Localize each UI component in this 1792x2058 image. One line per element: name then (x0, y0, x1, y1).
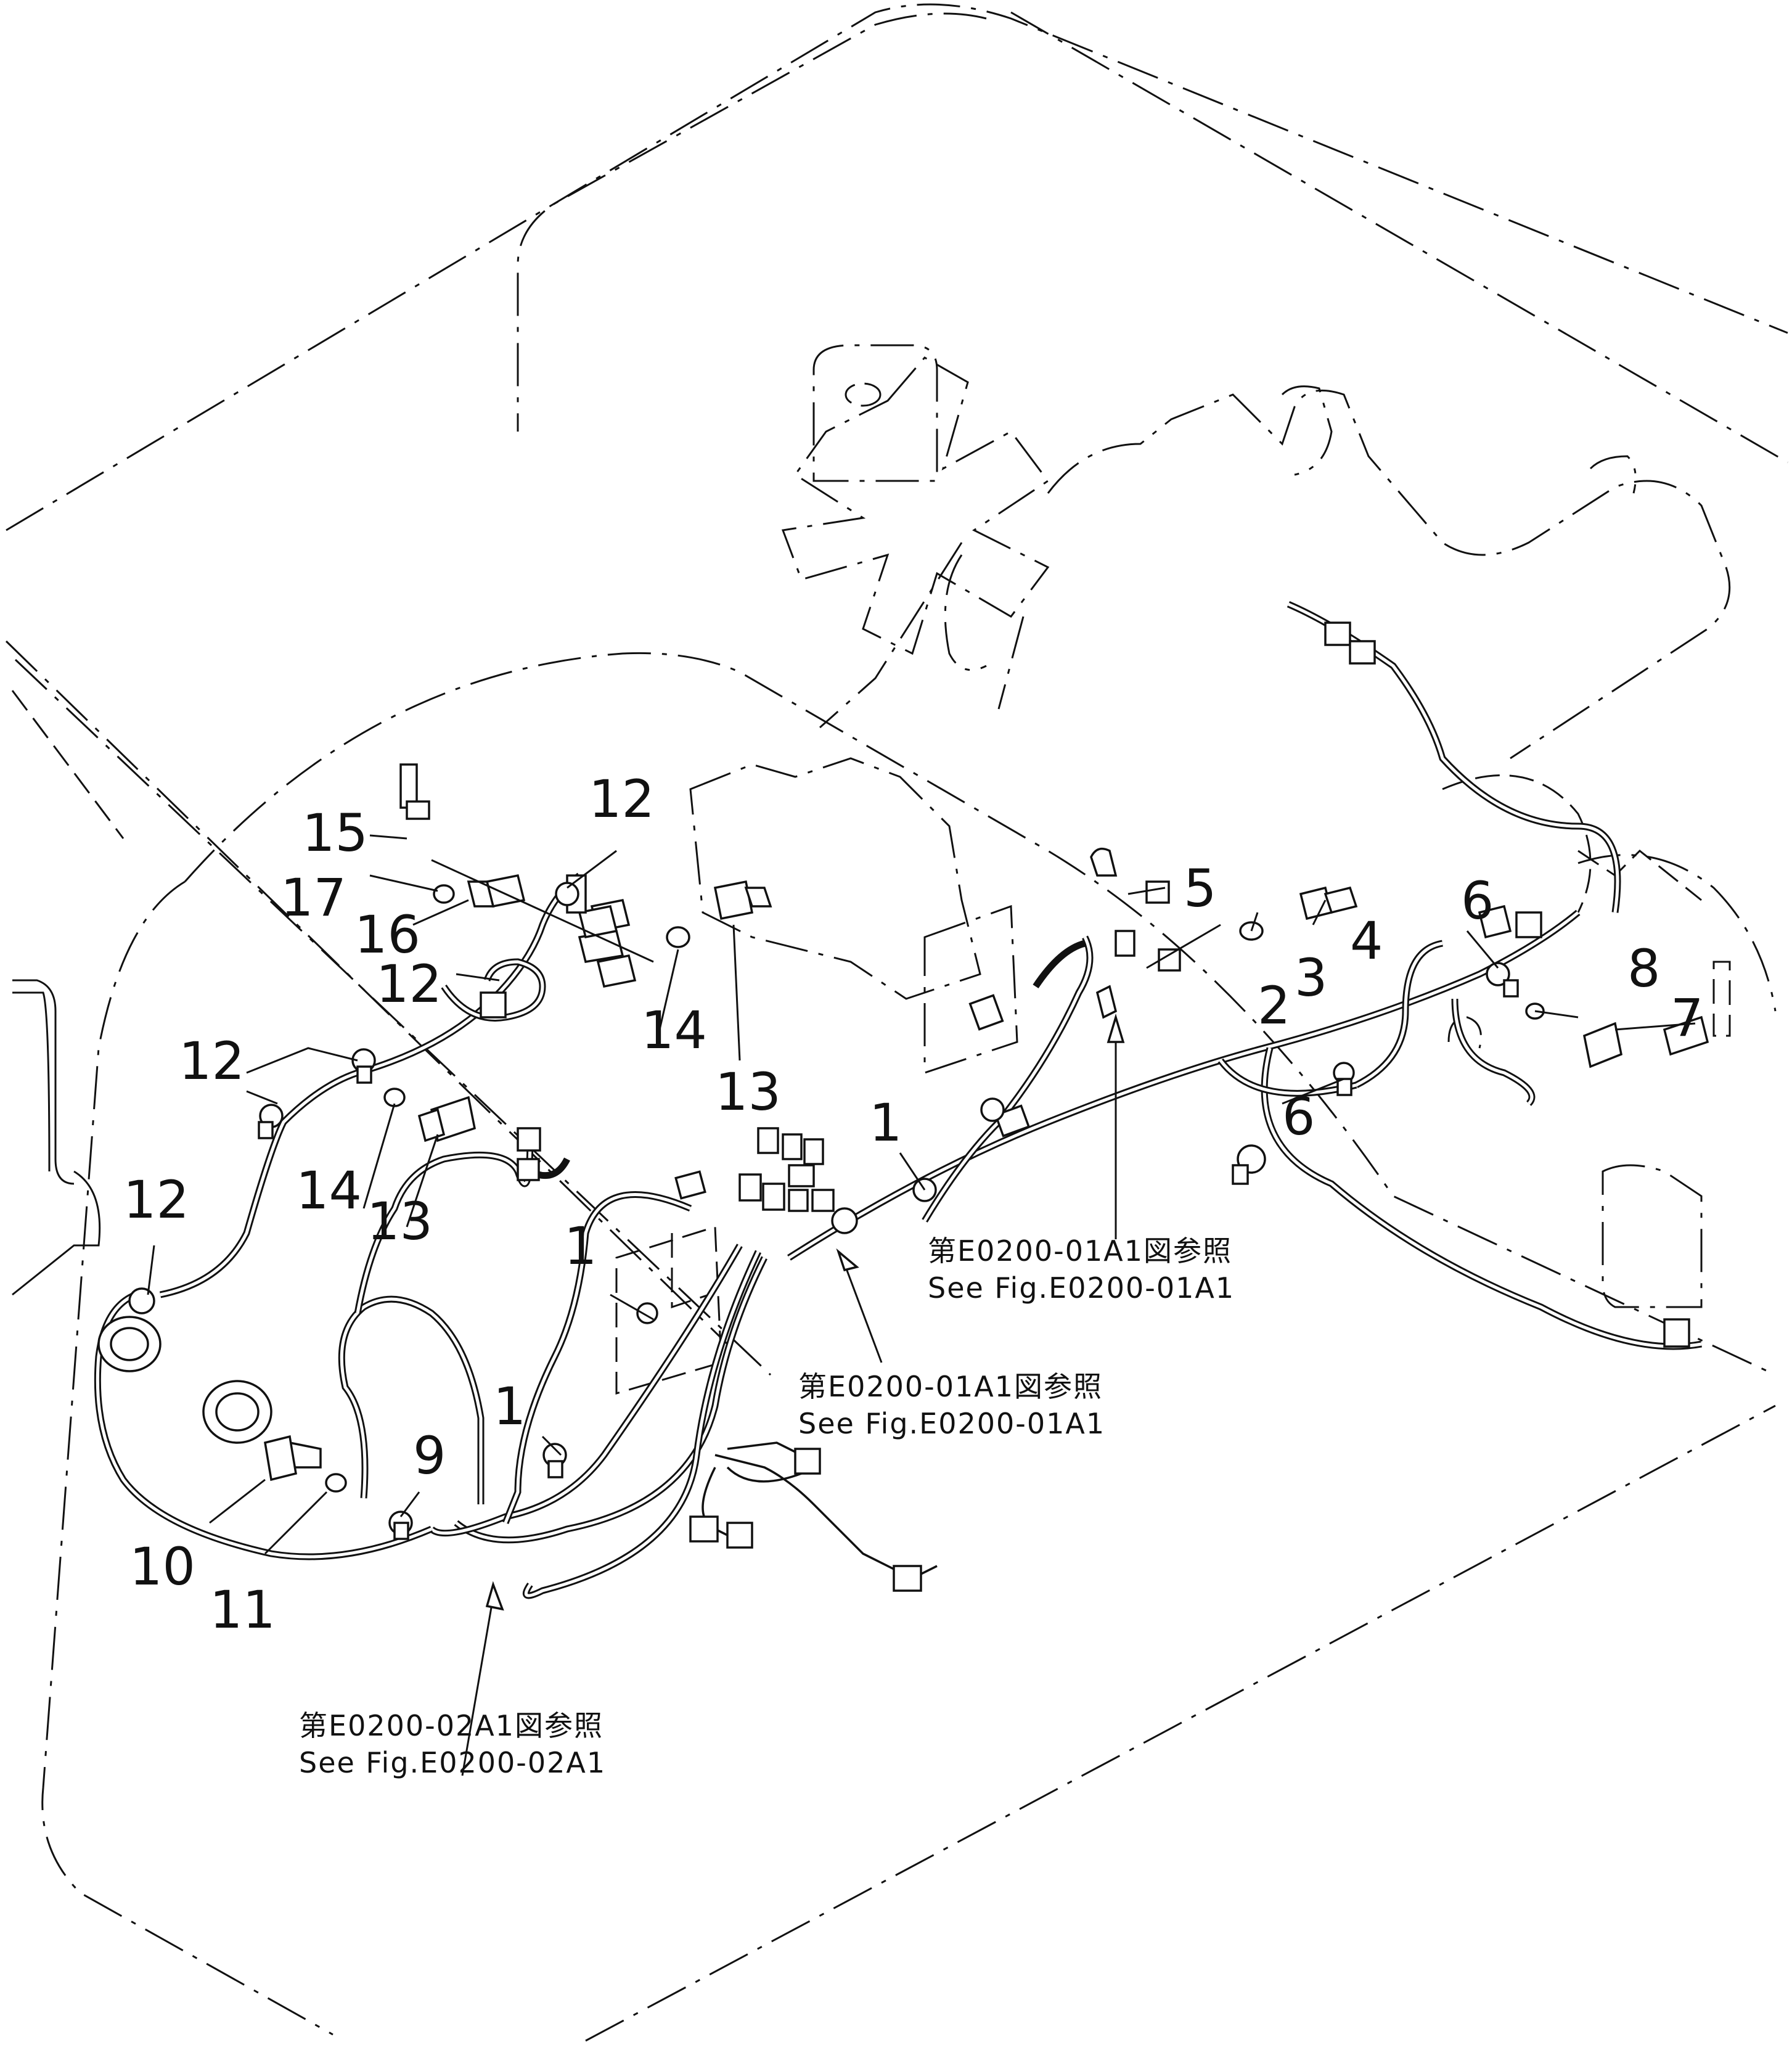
ref-bottom-en: See Fig.E0200-02A1 (299, 1746, 606, 1779)
callout-6a: 6 (1461, 871, 1494, 931)
connectors (399, 621, 1690, 1592)
callout-13a: 13 (715, 1062, 781, 1122)
callout-12c: 12 (179, 1031, 245, 1091)
callout-12d: 12 (123, 1170, 189, 1230)
callout-1c: 1 (493, 1376, 526, 1437)
callout-14b: 14 (296, 1160, 362, 1221)
callout-13b: 13 (367, 1191, 433, 1252)
callout-12a: 12 (589, 769, 655, 829)
callout-12b: 12 (376, 954, 442, 1014)
horns (97, 1316, 272, 1444)
ref-right-jp: 第E0200-01A1図参照 (928, 1234, 1232, 1268)
ref-center-jp: 第E0200-01A1図参照 (798, 1370, 1103, 1403)
callout-4: 4 (1350, 911, 1383, 971)
machine-body-outline (5, 3, 1788, 2042)
callout-6b: 6 (1282, 1086, 1315, 1147)
callout-8: 8 (1627, 938, 1660, 999)
callout-5: 5 (1184, 858, 1216, 919)
callout-9: 9 (413, 1425, 446, 1486)
callout-2: 2 (1258, 975, 1290, 1036)
callout-1a: 1 (869, 1093, 902, 1153)
callout-7: 7 (1671, 988, 1703, 1048)
callout-11: 11 (210, 1580, 276, 1640)
ref-center-en: See Fig.E0200-01A1 (798, 1407, 1105, 1440)
callout-1b: 1 (564, 1216, 597, 1276)
engine-assembly (781, 344, 1777, 1308)
callout-10: 10 (129, 1536, 195, 1597)
callout-3: 3 (1295, 948, 1327, 1008)
leader-lines (147, 834, 1696, 1776)
clamps (128, 882, 1519, 1540)
callout-15: 15 (302, 803, 368, 863)
callout-14a: 14 (641, 1000, 707, 1060)
control-box (615, 757, 1018, 1395)
callouts: 1 1 1 2 3 4 5 6 6 7 8 9 10 11 12 12 12 1… (123, 769, 1703, 1640)
callout-17: 17 (280, 867, 346, 928)
ref-bottom-jp: 第E0200-02A1図参照 (299, 1709, 603, 1742)
reference-notes: 第E0200-01A1図参照 See Fig.E0200-01A1 第E0200… (299, 1234, 1235, 1779)
callout-16: 16 (354, 904, 420, 965)
ref-right-en: See Fig.E0200-01A1 (928, 1271, 1235, 1305)
